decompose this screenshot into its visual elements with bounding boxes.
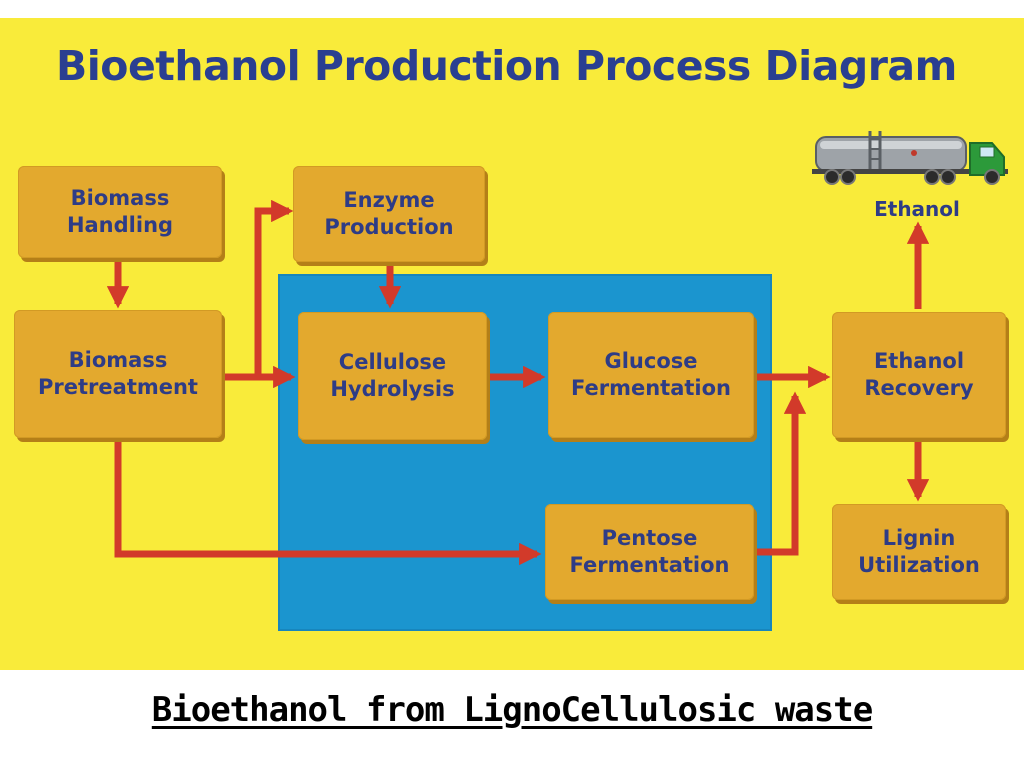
ethanol-output-label: Ethanol — [874, 197, 960, 221]
slide-caption: Bioethanol from LignoCellulosic waste — [151, 690, 873, 730]
arrow-pretreatment-to-enzyme — [222, 199, 294, 381]
node-enzyme-production: Enzyme Production — [293, 166, 485, 262]
diagram-title: Bioethanol Production Process Diagram — [56, 42, 957, 90]
process-diagram: Bioethanol Production Process Diagram Bi… — [0, 18, 1024, 670]
node-biomass-pretreatment: Biomass Pretreatment — [14, 310, 222, 438]
node-lignin-utilization: Lignin Utilization — [832, 504, 1006, 600]
node-pentose-fermentation: Pentose Fermentation — [545, 504, 754, 600]
arrow-pretreatment-to-pentose — [114, 438, 542, 566]
node-ethanol-recovery: Ethanol Recovery — [832, 312, 1006, 438]
flow-arrows — [106, 199, 930, 566]
arrow-pentose-to-recovery — [754, 391, 807, 556]
node-glucose-fermentation: Glucose Fermentation — [548, 312, 754, 438]
node-biomass-handling: Biomass Handling — [18, 166, 222, 258]
node-cellulose-hydrolysis: Cellulose Hydrolysis — [298, 312, 487, 440]
tanker-truck-icon — [812, 131, 1008, 185]
